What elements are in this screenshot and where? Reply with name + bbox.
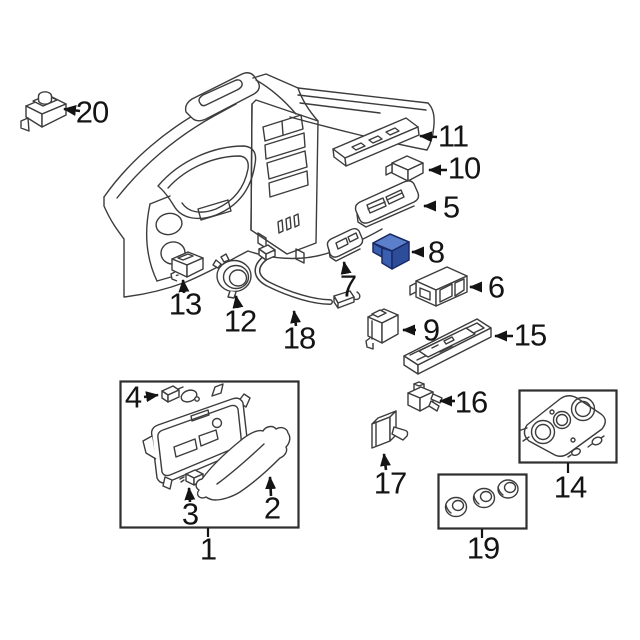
arrow-17 <box>380 453 391 471</box>
part-13-switch <box>170 251 204 282</box>
arrow-11 <box>419 131 438 143</box>
callout-arrows <box>63 105 570 538</box>
part-3-sensor <box>179 469 204 486</box>
part-19-knobs <box>444 479 519 518</box>
arrow-12 <box>232 295 244 309</box>
part-9-switch <box>365 308 399 350</box>
callout-9: 9 <box>422 312 440 348</box>
climate-panel-box <box>518 389 618 464</box>
callout-2: 2 <box>263 490 281 526</box>
callout-15: 15 <box>513 317 547 353</box>
part-2-cluster-lens <box>195 425 291 501</box>
callout-10: 10 <box>447 150 481 186</box>
part-16-switch <box>407 381 443 412</box>
callout-4: 4 <box>124 379 142 415</box>
callout-18: 18 <box>282 320 316 356</box>
callout-5: 5 <box>442 189 460 225</box>
callout-7: 7 <box>339 268 357 304</box>
callout-8: 8 <box>427 234 445 270</box>
part-15-display-unit <box>403 318 492 375</box>
callout-11: 11 <box>437 118 469 154</box>
arrow-13 <box>178 279 190 294</box>
arrow-7 <box>340 261 352 275</box>
callout-12: 12 <box>223 303 257 339</box>
part-5-switch-panel <box>354 180 420 228</box>
instrument-cluster <box>142 383 251 490</box>
part-10-switch <box>385 155 424 182</box>
arrow-4 <box>143 391 159 403</box>
part-6-switch-panel <box>409 266 468 307</box>
callout-13: 13 <box>168 286 202 322</box>
part-8-highlighted-switch <box>372 233 410 270</box>
callout-6: 6 <box>487 269 505 305</box>
callout-1: 1 <box>199 531 217 567</box>
arrow-2 <box>265 476 277 497</box>
arrow-20 <box>63 105 81 116</box>
callout-17: 17 <box>373 465 407 501</box>
part-18-wiring-harness <box>254 244 361 309</box>
callout-14: 14 <box>553 469 587 505</box>
cluster-assembly-box <box>119 380 300 529</box>
part-12-round-switch <box>212 253 252 299</box>
part-4-bulb <box>161 385 200 403</box>
callout-19: 19 <box>466 530 500 566</box>
part-14-climate-panel <box>520 395 606 458</box>
callout-3: 3 <box>181 496 199 532</box>
knob-set-box <box>437 473 528 530</box>
part-7-switch-panel <box>326 228 364 262</box>
arrow-3 <box>184 487 196 503</box>
part-11-vent-strip <box>332 117 420 167</box>
callout-20: 20 <box>75 94 109 130</box>
arrow-18 <box>290 310 302 327</box>
part-17-switch <box>371 410 409 449</box>
part-20-switch <box>20 91 67 132</box>
callout-16: 16 <box>454 384 488 420</box>
